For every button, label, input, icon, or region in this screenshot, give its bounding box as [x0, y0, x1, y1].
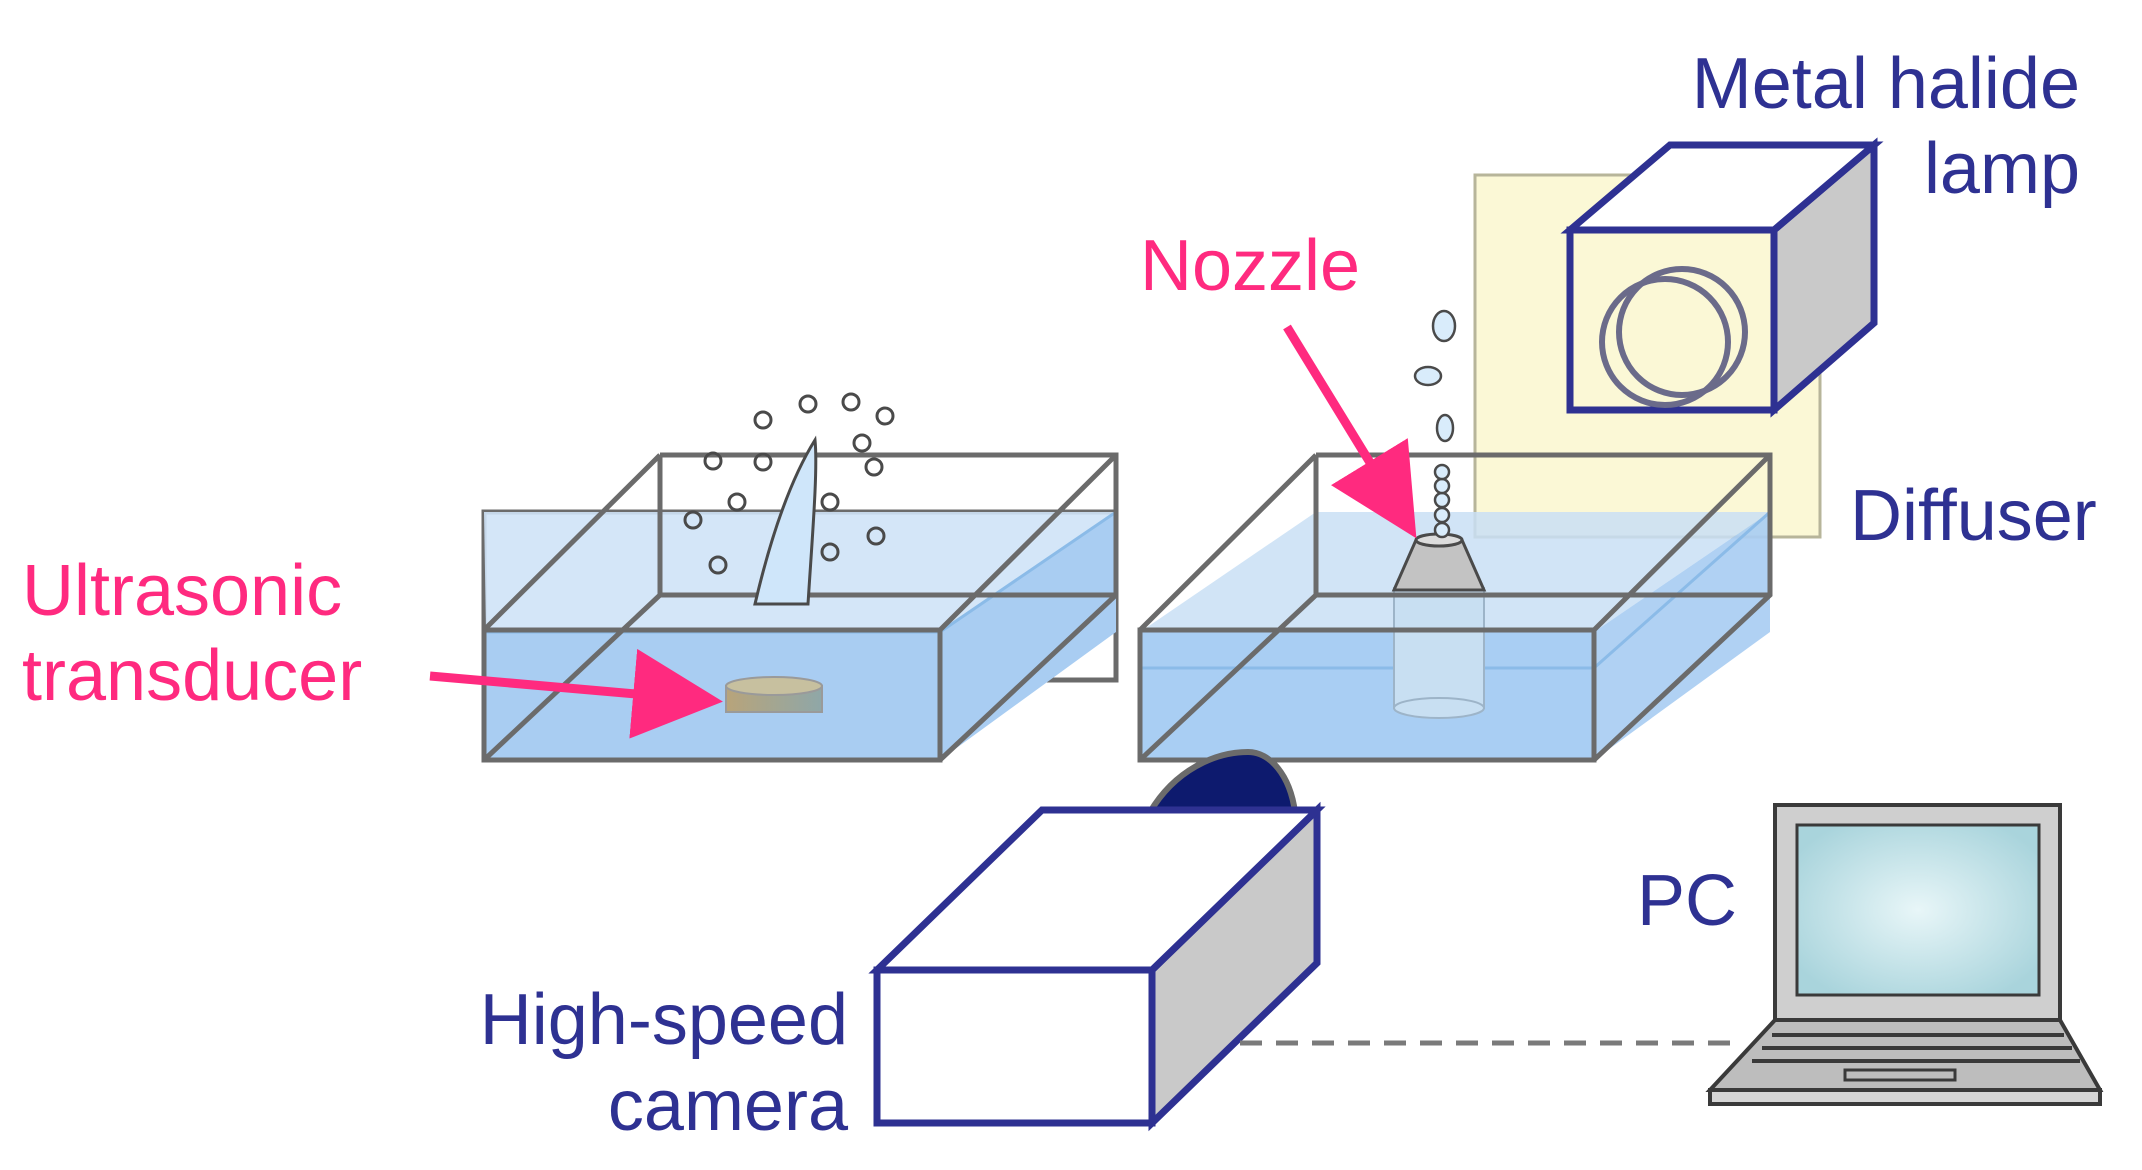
label-nozzle: Nozzle [1140, 226, 1360, 306]
lamp-lens-back [1616, 266, 1748, 398]
pc-laptop [1705, 803, 2104, 1106]
camera-body-front [873, 966, 1156, 1127]
label-high-speed-camera-line1: High-speed [480, 980, 848, 1060]
nozzle-base-cylinder [1393, 587, 1485, 709]
label-ultrasonic-transducer-line1: Ultrasonic [22, 551, 342, 631]
label-metal-halide-lamp-line2: lamp [1924, 129, 2080, 209]
transducer-pointer-arrow [429, 648, 723, 739]
camera-lens [1144, 748, 1299, 815]
diffuser-panel [1473, 173, 1822, 539]
acoustic-fountain-jet [753, 435, 818, 606]
laptop-screen [1795, 823, 2041, 997]
atomized-droplets [683, 392, 895, 575]
lamp-lens-front [1599, 276, 1731, 408]
label-diffuser: Diffuser [1850, 476, 2097, 556]
high-speed-camera [868, 748, 1326, 1132]
ultrasonic-transducer-disk [725, 676, 823, 713]
right-tank-front-face [1137, 627, 1597, 763]
label-metal-halide-lamp-line1: Metal halide [1692, 44, 2080, 124]
left-water-tank [481, 392, 1119, 763]
label-high-speed-camera-line2: camera [608, 1066, 849, 1146]
label-pc: PC [1637, 861, 1737, 941]
label-ultrasonic-transducer-line2: transducer [22, 636, 362, 716]
right-water-tank [1137, 309, 1773, 763]
left-tank-front-face [481, 627, 943, 763]
metal-halide-lamp [1560, 137, 1884, 418]
nozzle-pointer-arrow [1283, 324, 1417, 539]
nozzle-droplet-stream [1413, 309, 1457, 539]
